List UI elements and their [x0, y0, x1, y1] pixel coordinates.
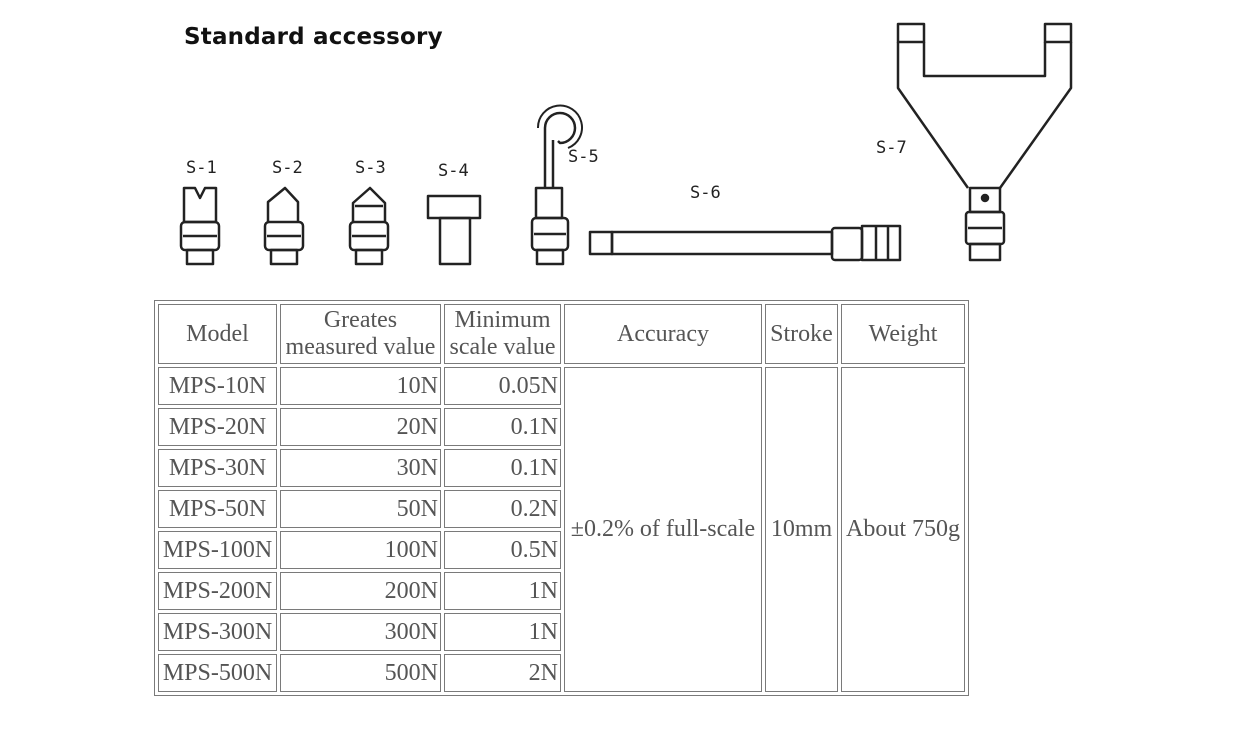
model-cell: MPS-300N: [158, 613, 277, 651]
minimum-scale-cell: 0.1N: [444, 408, 561, 446]
flat-tip-icon: [426, 194, 482, 266]
model-cell: MPS-10N: [158, 367, 277, 405]
spec-table: Model Greates measured value Minimum sca…: [154, 300, 969, 696]
v-notch-tip-icon: [179, 186, 221, 266]
table-header-row: Model Greates measured value Minimum sca…: [158, 304, 965, 364]
table-row: MPS-100N 100N 0.5N: [158, 531, 965, 569]
model-cell: MPS-200N: [158, 572, 277, 610]
header-accuracy: Accuracy: [564, 304, 762, 364]
table-row: MPS-50N 50N 0.2N: [158, 490, 965, 528]
minimum-scale-cell: 0.5N: [444, 531, 561, 569]
accessory-figure: Standard accessory: [0, 0, 1243, 290]
weight-cell: About 750g: [841, 367, 965, 692]
greatest-value-cell: 10N: [280, 367, 441, 405]
table-row: MPS-300N 300N 1N: [158, 613, 965, 651]
minimum-scale-cell: 1N: [444, 572, 561, 610]
accessory-label-s4: S-4: [438, 161, 469, 181]
table-row: MPS-10N 10N 0.05N ±0.2% of full-scale 10…: [158, 367, 965, 692]
accessory-label-s7: S-7: [876, 138, 907, 158]
chisel-tip-icon: [348, 186, 390, 266]
model-cell: MPS-50N: [158, 490, 277, 528]
minimum-scale-cell: 0.05N: [444, 367, 561, 405]
greatest-value-cell: 100N: [280, 531, 441, 569]
fork-adapter-icon: [896, 22, 1073, 262]
accessory-label-s3: S-3: [355, 158, 386, 178]
accessory-drawing: [179, 22, 1073, 266]
greatest-value-cell: 20N: [280, 408, 441, 446]
greatest-value-cell: 50N: [280, 490, 441, 528]
cone-tip-icon: [263, 186, 305, 266]
accessory-label-s2: S-2: [272, 158, 303, 178]
header-minimum-scale: Minimum scale value: [444, 304, 561, 364]
extension-rod-icon: [588, 224, 902, 262]
minimum-scale-cell: 0.1N: [444, 449, 561, 487]
header-model: Model: [158, 304, 277, 364]
model-cell: MPS-500N: [158, 654, 277, 692]
header-greatest-value: Greates measured value: [280, 304, 441, 364]
model-cell: MPS-30N: [158, 449, 277, 487]
model-cell: MPS-100N: [158, 531, 277, 569]
table-row: MPS-200N 200N 1N: [158, 572, 965, 610]
greatest-value-cell: 200N: [280, 572, 441, 610]
minimum-scale-cell: 1N: [444, 613, 561, 651]
accessory-label-s1: S-1: [186, 158, 217, 178]
header-stroke: Stroke: [765, 304, 838, 364]
greatest-value-cell: 500N: [280, 654, 441, 692]
accessory-label-s6: S-6: [690, 183, 721, 203]
hook-icon: [530, 104, 583, 266]
header-weight: Weight: [841, 304, 965, 364]
model-cell: MPS-20N: [158, 408, 277, 446]
minimum-scale-cell: 0.2N: [444, 490, 561, 528]
stroke-cell: 10mm: [765, 367, 838, 692]
greatest-value-cell: 300N: [280, 613, 441, 651]
table-row: MPS-500N 500N 2N: [158, 654, 965, 692]
greatest-value-cell: 30N: [280, 449, 441, 487]
table-row: MPS-30N 30N 0.1N: [158, 449, 965, 487]
table-row: MPS-20N 20N 0.1N: [158, 408, 965, 446]
figure-title: Standard accessory: [184, 24, 443, 50]
accessory-label-s5: S-5: [568, 147, 599, 167]
minimum-scale-cell: 2N: [444, 654, 561, 692]
accuracy-cell: ±0.2% of full-scale: [564, 367, 762, 692]
